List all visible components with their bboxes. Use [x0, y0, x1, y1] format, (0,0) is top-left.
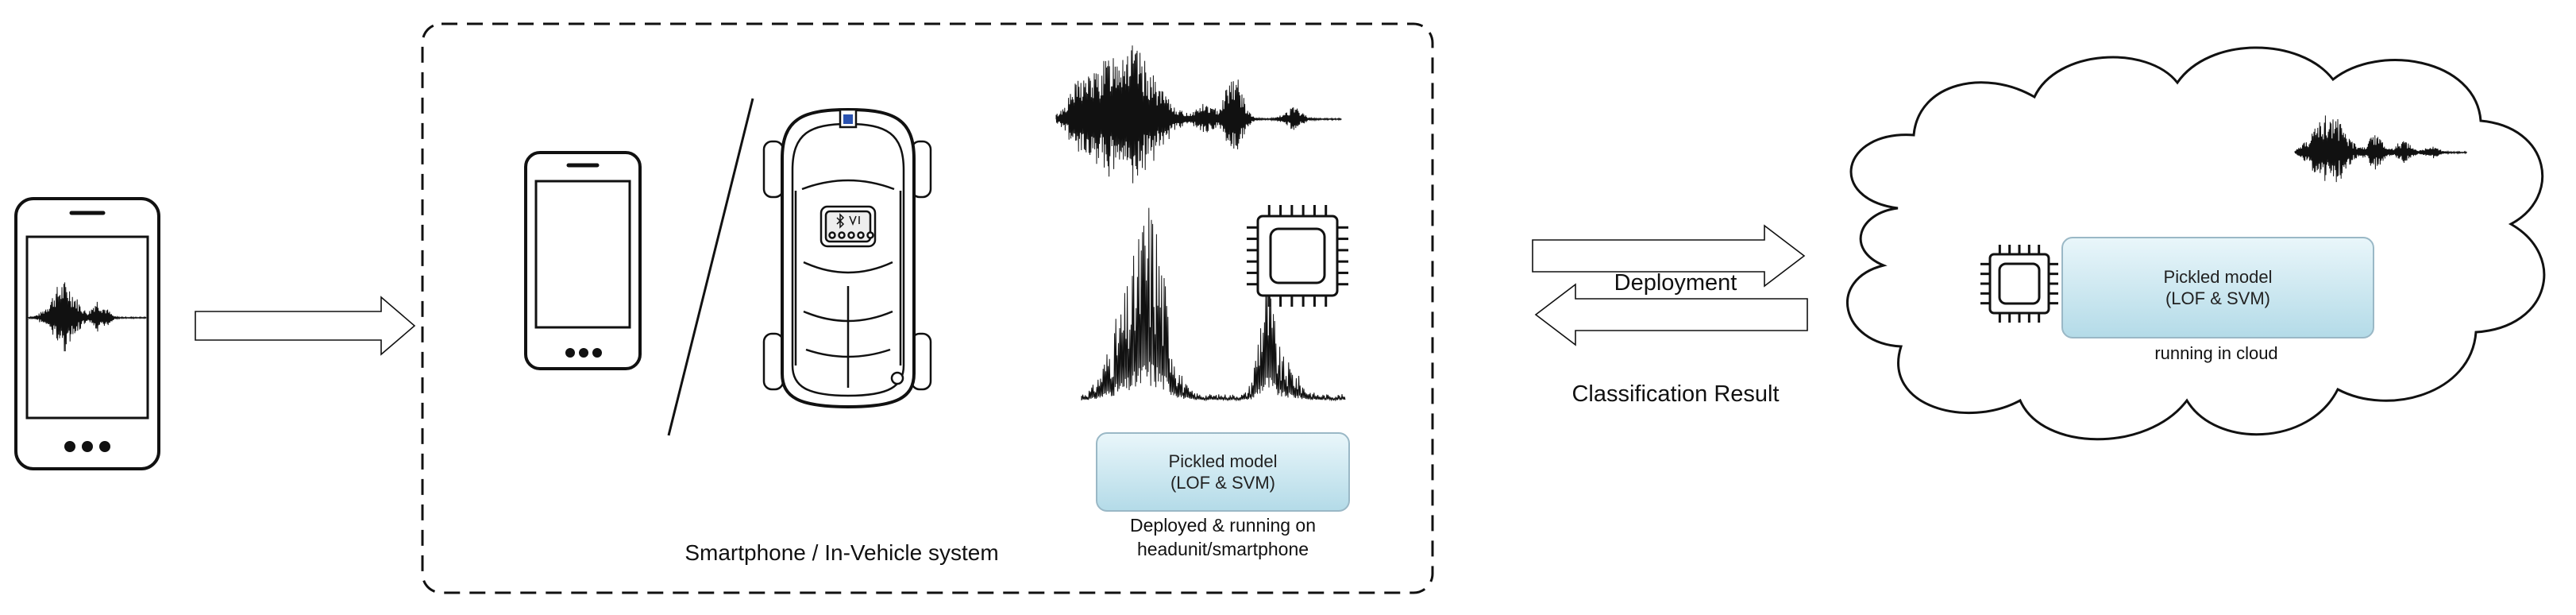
cloud-chip-icon — [1980, 245, 2058, 323]
edge-model-caption-2: headunit/smartphone — [1136, 539, 1309, 559]
edge-system-caption: Smartphone / In-Vehicle system — [684, 540, 999, 565]
edge-model-caption-1: Deployed & running on — [1130, 515, 1316, 536]
left-phone-icon — [14, 197, 160, 470]
cloud-model-line2: (LOF & SVM) — [2165, 288, 2270, 308]
edge-system-box — [421, 22, 1434, 594]
cloud-model-line1: Pickled model — [2163, 266, 2273, 287]
car-icon — [762, 107, 932, 409]
classification-arrow — [1534, 283, 1808, 346]
input-arrow — [195, 296, 416, 356]
edge-model-box: Pickled model (LOF & SVM) — [1096, 432, 1350, 512]
cloud-model-box: Pickled model (LOF & SVM) — [2061, 237, 2374, 338]
edge-waveform — [1055, 45, 1342, 184]
cloud-model-caption: running in cloud — [2154, 343, 2278, 363]
left-phone-waveform — [28, 282, 147, 352]
classification-label: Classification Result — [1571, 381, 1780, 407]
deployment-label: Deployment — [1614, 270, 1737, 296]
edge-spectrum — [1081, 207, 1346, 402]
edge-model-line1: Pickled model — [1168, 451, 1278, 471]
divider-slash — [667, 98, 754, 436]
edge-phone-icon — [524, 151, 642, 370]
edge-model-line2: (LOF & SVM) — [1170, 473, 1275, 493]
cloud-waveform — [2294, 115, 2468, 183]
deployment-arrow — [1532, 224, 1806, 288]
edge-chip-icon — [1247, 205, 1348, 307]
